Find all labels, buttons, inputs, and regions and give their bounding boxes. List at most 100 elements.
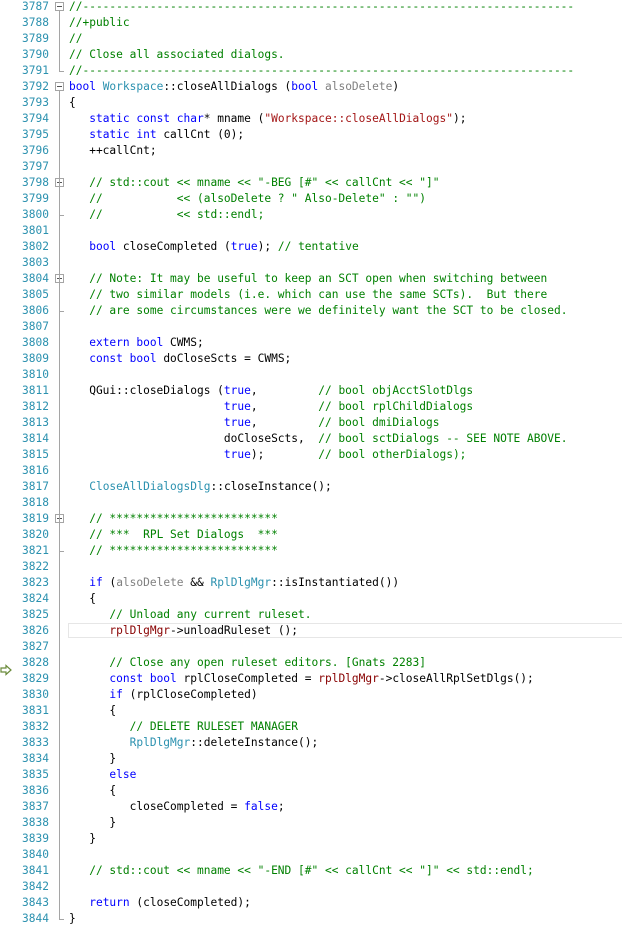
- code-line[interactable]: 3830 if (rplCloseCompleted): [0, 687, 622, 703]
- code-text[interactable]: // std::cout << mname << "-BEG [#" << ca…: [69, 175, 439, 191]
- code-line[interactable]: 3844}: [0, 911, 622, 927]
- code-text[interactable]: //+public: [69, 15, 130, 31]
- code-line[interactable]: 3805 // two similar models (i.e. which c…: [0, 287, 622, 303]
- code-text[interactable]: bool Workspace::closeAllDialogs (bool al…: [69, 79, 399, 95]
- code-line[interactable]: 3787//----------------------------------…: [0, 0, 622, 15]
- code-line[interactable]: 3794 static const char* mname ("Workspac…: [0, 111, 622, 127]
- code-text[interactable]: if (alsoDelete && RplDlgMgr::isInstantia…: [69, 575, 399, 591]
- code-line[interactable]: 3803: [0, 255, 622, 271]
- code-line[interactable]: 3822: [0, 559, 622, 575]
- code-line[interactable]: 3841 // std::cout << mname << "-END [#" …: [0, 863, 622, 879]
- code-line[interactable]: 3839 }: [0, 831, 622, 847]
- code-line[interactable]: 3798 // std::cout << mname << "-BEG [#" …: [0, 175, 622, 191]
- code-text[interactable]: true); // bool otherDialogs);: [69, 447, 467, 463]
- code-line[interactable]: 3826 rplDlgMgr->unloadRuleset ();: [0, 623, 622, 639]
- code-text[interactable]: rplDlgMgr->unloadRuleset ();: [69, 623, 298, 639]
- code-text[interactable]: // two similar models (i.e. which can us…: [69, 287, 547, 303]
- code-line[interactable]: 3791//----------------------------------…: [0, 63, 622, 79]
- code-text[interactable]: bool closeCompleted (true); // tentative: [69, 239, 358, 255]
- code-line[interactable]: 3796 ++callCnt;: [0, 143, 622, 159]
- code-text[interactable]: CloseAllDialogsDlg::closeInstance();: [69, 479, 332, 495]
- code-text[interactable]: extern bool CWMS;: [69, 335, 204, 351]
- code-text[interactable]: // << (alsoDelete ? " Also-Delete" : ""): [69, 191, 426, 207]
- code-text[interactable]: else: [69, 767, 136, 783]
- code-text[interactable]: //--------------------------------------…: [69, 63, 574, 79]
- code-line[interactable]: 3806 // are some circumstances were we d…: [0, 303, 622, 319]
- code-line[interactable]: 3836 {: [0, 783, 622, 799]
- code-text[interactable]: {: [69, 591, 96, 607]
- code-line[interactable]: 3795 static int callCnt (0);: [0, 127, 622, 143]
- code-text[interactable]: return (closeCompleted);: [69, 895, 251, 911]
- code-line[interactable]: 3816: [0, 463, 622, 479]
- code-line[interactable]: 3789//: [0, 31, 622, 47]
- code-line[interactable]: 3819 // *************************: [0, 511, 622, 527]
- code-line[interactable]: 3813 true, // bool dmiDialogs: [0, 415, 622, 431]
- code-line[interactable]: 3823 if (alsoDelete && RplDlgMgr::isInst…: [0, 575, 622, 591]
- code-text[interactable]: static int callCnt (0);: [69, 127, 244, 143]
- code-line[interactable]: 3828 // Close any open ruleset editors. …: [0, 655, 622, 671]
- code-text[interactable]: }: [69, 831, 96, 847]
- code-text[interactable]: // Unload any current ruleset.: [69, 607, 311, 623]
- code-text[interactable]: ++callCnt;: [69, 143, 156, 159]
- code-text[interactable]: {: [69, 703, 116, 719]
- code-text[interactable]: // are some circumstances were we defini…: [69, 303, 567, 319]
- code-line[interactable]: 3802 bool closeCompleted (true); // tent…: [0, 239, 622, 255]
- code-text[interactable]: // Close any open ruleset editors. [Gnat…: [69, 655, 426, 671]
- code-text[interactable]: if (rplCloseCompleted): [69, 687, 257, 703]
- code-text[interactable]: }: [69, 911, 76, 927]
- code-text[interactable]: {: [69, 783, 116, 799]
- code-line[interactable]: 3821 // *************************: [0, 543, 622, 559]
- code-text[interactable]: doCloseScts, // bool sctDialogs -- SEE N…: [69, 431, 568, 447]
- code-line[interactable]: 3838 }: [0, 815, 622, 831]
- code-text[interactable]: //--------------------------------------…: [69, 0, 574, 15]
- code-line[interactable]: 3814 doCloseScts, // bool sctDialogs -- …: [0, 431, 622, 447]
- code-line[interactable]: 3837 closeCompleted = false;: [0, 799, 622, 815]
- code-line[interactable]: 3818: [0, 495, 622, 511]
- code-line[interactable]: 3815 true); // bool otherDialogs);: [0, 447, 622, 463]
- code-text[interactable]: static const char* mname ("Workspace::cl…: [69, 111, 466, 127]
- code-line[interactable]: 3835 else: [0, 767, 622, 783]
- code-line[interactable]: 3810: [0, 367, 622, 383]
- code-text[interactable]: // Close all associated dialogs.: [69, 47, 285, 63]
- code-text[interactable]: // *************************: [69, 511, 278, 527]
- code-line[interactable]: 3833 RplDlgMgr::deleteInstance();: [0, 735, 622, 751]
- code-line[interactable]: 3799 // << (alsoDelete ? " Also-Delete" …: [0, 191, 622, 207]
- code-line[interactable]: 3808 extern bool CWMS;: [0, 335, 622, 351]
- code-text[interactable]: {: [69, 95, 76, 111]
- code-line[interactable]: 3832 // DELETE RULESET MANAGER: [0, 719, 622, 735]
- code-line[interactable]: 3817 CloseAllDialogsDlg::closeInstance()…: [0, 479, 622, 495]
- code-line[interactable]: 3831 {: [0, 703, 622, 719]
- code-line[interactable]: 3824 {: [0, 591, 622, 607]
- code-text[interactable]: QGui::closeDialogs (true, // bool objAcc…: [69, 383, 473, 399]
- code-text[interactable]: const bool rplCloseCompleted = rplDlgMgr…: [69, 671, 533, 687]
- code-line[interactable]: 3793{: [0, 95, 622, 111]
- code-line[interactable]: 3843 return (closeCompleted);: [0, 895, 622, 911]
- code-line[interactable]: 3840: [0, 847, 622, 863]
- code-text[interactable]: // DELETE RULESET MANAGER: [69, 719, 298, 735]
- code-text[interactable]: RplDlgMgr::deleteInstance();: [69, 735, 319, 751]
- code-line[interactable]: 3801: [0, 223, 622, 239]
- code-line[interactable]: 3797: [0, 159, 622, 175]
- code-line[interactable]: 3812 true, // bool rplChildDialogs: [0, 399, 622, 415]
- collapse-region-icon[interactable]: [55, 82, 64, 91]
- code-text[interactable]: }: [69, 751, 116, 767]
- code-line[interactable]: 3807: [0, 319, 622, 335]
- collapse-region-icon[interactable]: [55, 2, 64, 11]
- code-line[interactable]: 3804 // Note: It may be useful to keep a…: [0, 271, 622, 287]
- code-text[interactable]: //: [69, 31, 82, 47]
- code-text[interactable]: true, // bool dmiDialogs: [69, 415, 440, 431]
- code-line[interactable]: 3825 // Unload any current ruleset.: [0, 607, 622, 623]
- code-line[interactable]: 3827: [0, 639, 622, 655]
- code-line[interactable]: 3790// Close all associated dialogs.: [0, 47, 622, 63]
- code-text[interactable]: // *** RPL Set Dialogs ***: [69, 527, 278, 543]
- code-text[interactable]: // *************************: [69, 543, 278, 559]
- code-text[interactable]: closeCompleted = false;: [69, 799, 285, 815]
- code-line[interactable]: 3788//+public: [0, 15, 622, 31]
- code-text[interactable]: }: [69, 815, 116, 831]
- code-text[interactable]: // << std::endl;: [69, 207, 264, 223]
- code-text[interactable]: // std::cout << mname << "-END [#" << ca…: [69, 863, 534, 879]
- code-text[interactable]: // Note: It may be useful to keep an SCT…: [69, 271, 547, 287]
- code-line[interactable]: 3811 QGui::closeDialogs (true, // bool o…: [0, 383, 622, 399]
